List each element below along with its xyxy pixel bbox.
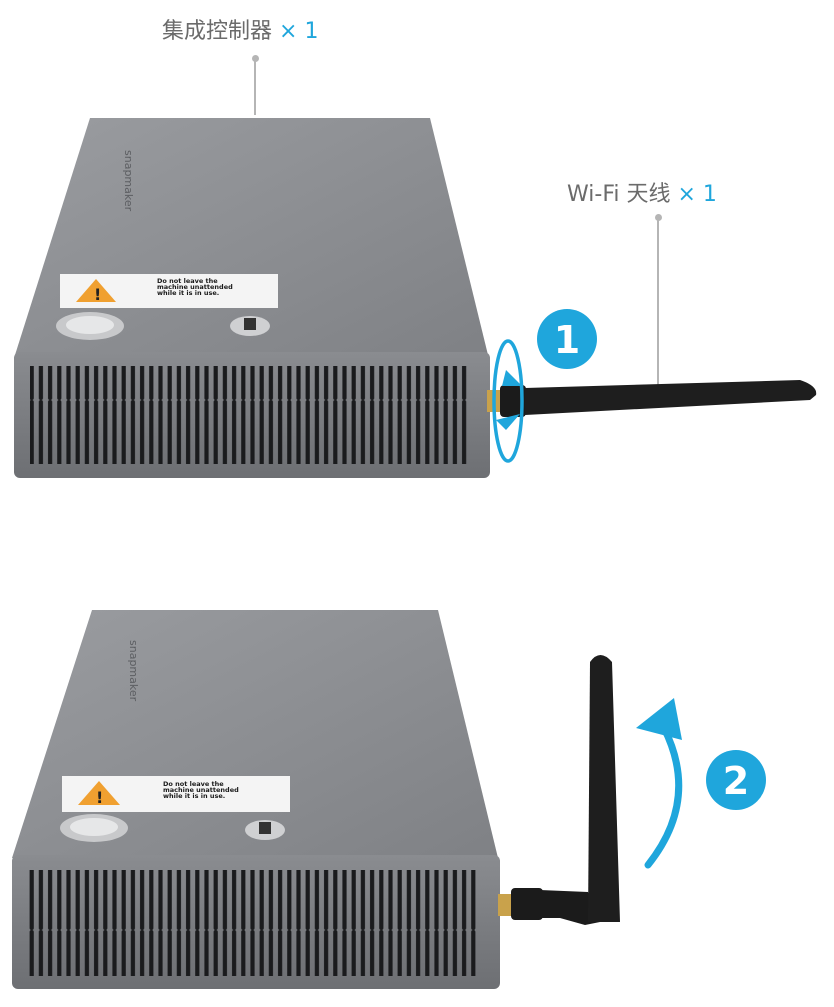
controller-callout-name: 集成控制器 xyxy=(162,19,273,44)
svg-text:!: ! xyxy=(94,285,101,304)
wifi-antenna xyxy=(500,380,817,417)
warning-triangle-icon xyxy=(78,781,120,805)
wifi-antenna xyxy=(511,655,620,925)
antenna-callout: Wi-Fi 天线 × 1 xyxy=(567,176,717,208)
brand-logo: snapmaker xyxy=(127,640,140,702)
twist-rotate-arrow-icon xyxy=(492,339,524,463)
step-2-scene: ! Do not leave the machine unattended wh… xyxy=(0,600,834,1000)
power-button xyxy=(56,312,124,340)
step-1-badge xyxy=(537,309,597,369)
key-switch xyxy=(245,820,285,840)
controller-callout-multiplier: × 1 xyxy=(279,19,319,44)
controller-callout: 集成控制器 × 1 xyxy=(162,13,318,45)
warning-text-line: Do not leave the xyxy=(157,277,218,285)
controller-leader-dot xyxy=(252,55,259,62)
key-switch xyxy=(230,316,270,336)
warning-text-line: machine unattended xyxy=(157,283,233,291)
controller-illustration-1: ! Do not leave the machine unattended wh… xyxy=(14,118,817,478)
antenna-callout-multiplier: × 1 xyxy=(677,182,717,207)
svg-text:!: ! xyxy=(96,788,103,807)
antenna-connector xyxy=(498,894,512,916)
controller-illustration-2: ! Do not leave the machine unattended wh… xyxy=(12,610,766,989)
warning-text-line: Do not leave the xyxy=(163,780,224,788)
controller-vent-grille xyxy=(28,870,480,976)
warning-label: ! Do not leave the machine unattended wh… xyxy=(62,776,290,812)
antenna-callout-name: Wi-Fi 天线 xyxy=(567,182,671,207)
power-button xyxy=(60,814,128,842)
step-2-badge xyxy=(706,750,766,810)
antenna-leader-line xyxy=(657,219,659,387)
controller-leader-line xyxy=(254,60,256,115)
rotate-up-arrow-icon xyxy=(644,724,683,869)
antenna-leader-dot xyxy=(655,214,662,221)
warning-label: ! Do not leave the machine unattended wh… xyxy=(60,274,278,308)
step-1-scene: ! Do not leave the machine unattended wh… xyxy=(0,0,834,490)
controller-vent-grille xyxy=(30,366,470,464)
warning-text-line: while it is in use. xyxy=(163,792,225,800)
brand-logo: snapmaker xyxy=(122,150,135,212)
warning-triangle-icon xyxy=(76,279,116,302)
step-1-number: 1 xyxy=(554,318,580,362)
step-2-number: 2 xyxy=(723,759,749,803)
warning-text-line: while it is in use. xyxy=(157,289,219,297)
warning-text-line: machine unattended xyxy=(163,786,239,794)
